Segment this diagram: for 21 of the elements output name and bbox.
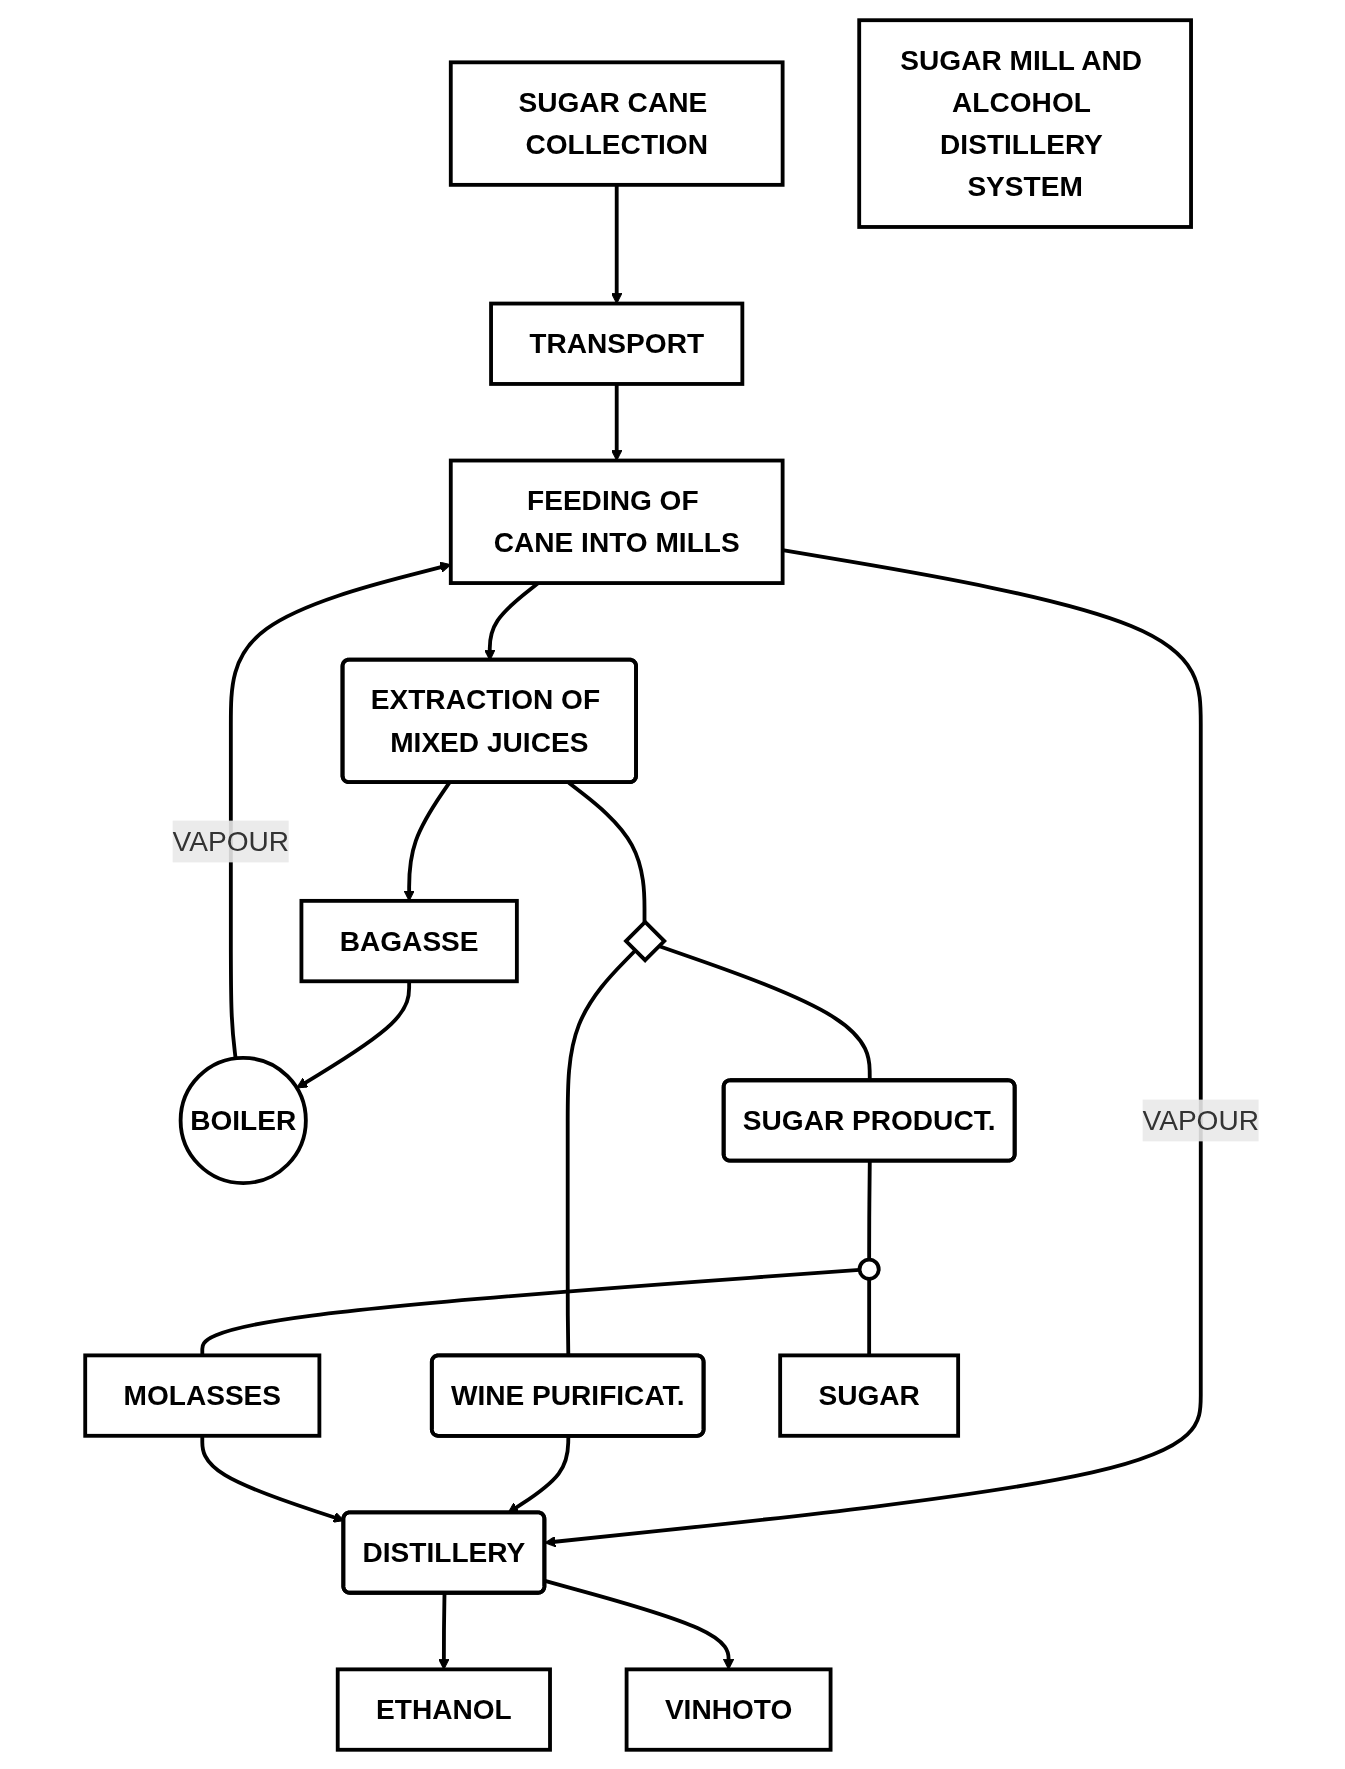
arrow [403,781,452,901]
node-box: ETHANOL [336,1666,553,1752]
node-box: SUGAR MILL AND ALCOHOL DISTILLERY SYSTEM [857,17,1194,229]
edge-label: VAPOUR [172,825,290,857]
arrow [229,561,452,1059]
node-box: MOLASSES [83,1352,322,1438]
arrow [611,383,623,461]
arrow [611,184,623,304]
node-box: VINHOTO [625,1666,833,1752]
node-box: TRANSPORT [489,301,745,386]
connector [867,1160,873,1260]
node-box: FEEDING OF CANE INTO MILLS [449,458,785,585]
edge-label: VAPOUR [1142,1104,1260,1136]
arrow [296,980,412,1088]
node-box: BAGASSE [299,898,520,983]
node-circle: BOILER [179,1055,309,1185]
connector [867,1278,872,1355]
node-box: SUGAR [778,1352,961,1438]
node-circle [858,1257,881,1281]
node-diamond [623,918,668,963]
node-box: SUGAR CANE COLLECTION [449,59,785,187]
